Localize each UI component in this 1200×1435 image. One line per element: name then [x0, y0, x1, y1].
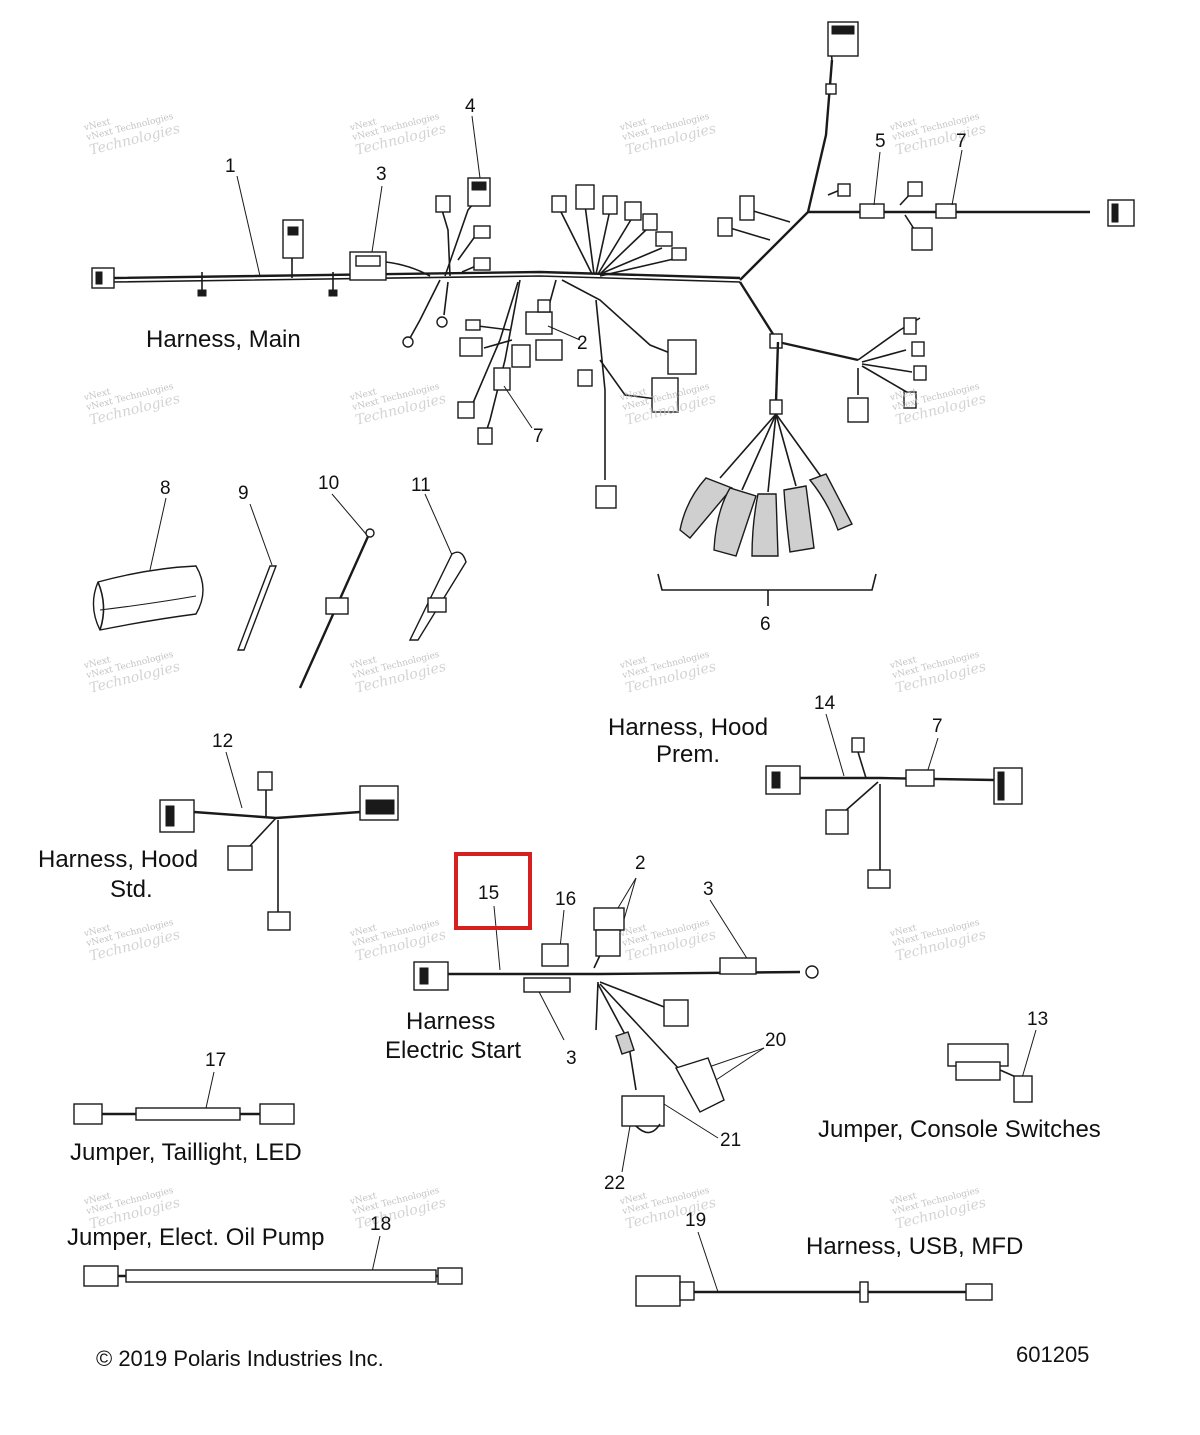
usb-mfd-harness-drawing	[635, 1275, 993, 1307]
callout-1: 1	[225, 156, 236, 177]
callout-14: 14	[814, 693, 836, 714]
copyright-notice: © 2019 Polaris Industries Inc.	[96, 1346, 384, 1371]
callout-7: 7	[956, 131, 967, 152]
callout-12: 12	[212, 731, 234, 752]
oil-pump-jumper-drawing	[83, 1265, 463, 1287]
callout-4: 4	[465, 96, 476, 117]
title-hood-prem-line1: Harness, Hood	[608, 714, 769, 741]
callout-20: 20	[765, 1030, 787, 1051]
console-jumper-drawing	[947, 1043, 1033, 1103]
callout-16: 16	[555, 889, 577, 910]
title-electric-start-line2: Electric Start	[385, 1037, 522, 1064]
figure-number: 601205	[1016, 1342, 1090, 1367]
conduit-and-ties	[92, 528, 467, 689]
callout-2: 2	[635, 853, 646, 874]
callout-18: 18	[370, 1214, 392, 1235]
callout-21: 21	[720, 1130, 742, 1151]
callout-11: 11	[411, 475, 431, 496]
title-oil-pump: Jumper, Elect. Oil Pump	[67, 1224, 325, 1251]
callout-22: 22	[604, 1173, 626, 1194]
title-hood-prem-line2: Prem.	[656, 741, 721, 768]
title-usb-mfd: Harness, USB, MFD	[806, 1233, 1024, 1260]
callout-7: 7	[533, 426, 544, 447]
title-console-switches: Jumper, Console Switches	[818, 1116, 1101, 1143]
callout-13: 13	[1027, 1009, 1049, 1030]
callout-10: 10	[318, 473, 340, 494]
title-hood-std-line1: Harness, Hood	[38, 846, 199, 873]
main-harness-drawing	[91, 21, 1135, 606]
callout-19: 19	[685, 1210, 707, 1231]
hood-std-harness-drawing	[159, 771, 399, 931]
callout-6: 6	[760, 614, 771, 635]
callout-3: 3	[566, 1048, 577, 1069]
electric-start-harness-drawing	[413, 907, 819, 1134]
taillight-jumper-drawing	[73, 1103, 295, 1125]
callout-3: 3	[703, 879, 714, 900]
callout-3: 3	[376, 164, 387, 185]
title-hood-std-line2: Std.	[110, 876, 153, 903]
callout-15[interactable]: 15	[478, 883, 500, 904]
hood-prem-harness-drawing	[765, 737, 1023, 889]
callout-7: 7	[932, 716, 943, 737]
callout-8: 8	[160, 478, 171, 499]
title-electric-start-line1: Harness	[406, 1008, 496, 1035]
callout-2: 2	[577, 333, 588, 354]
callout-5: 5	[875, 131, 886, 152]
callout-17: 17	[205, 1050, 227, 1071]
title-taillight: Jumper, Taillight, LED	[70, 1139, 302, 1166]
highlight-box-item-15	[454, 852, 532, 930]
title-harness-main: Harness, Main	[146, 326, 301, 353]
callout-9: 9	[238, 483, 249, 504]
